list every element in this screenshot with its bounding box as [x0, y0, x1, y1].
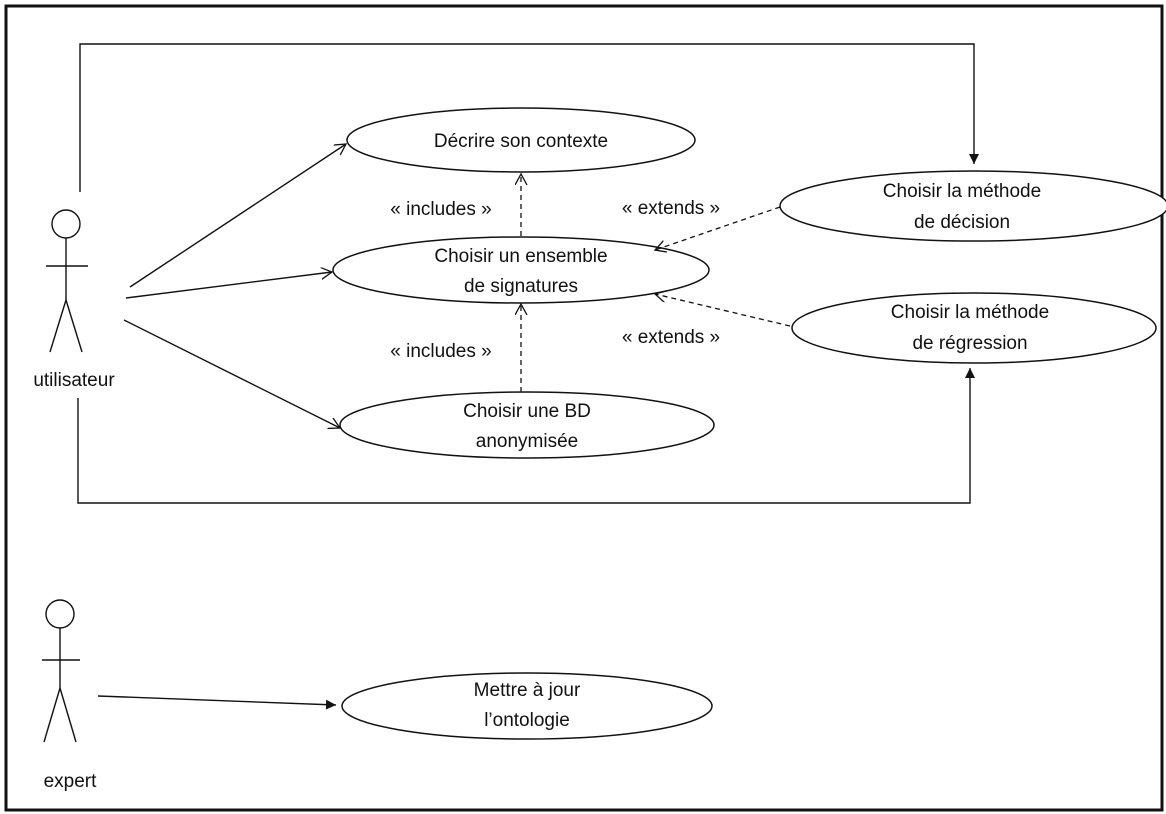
association-user-bd: [123, 319, 340, 428]
use-case-ontologie-line1: Mettre à jour: [474, 680, 581, 701]
extend-decision-signatures: [655, 206, 781, 250]
use-case-choisir-bd-line2: anonymisée: [476, 431, 578, 452]
includes-label-top: « includes »: [390, 199, 491, 220]
association-user-regression: [77, 368, 975, 504]
use-case-choisir-decision-line2: de décision: [914, 212, 1010, 233]
use-case-decrire-contexte[interactable]: Décrire son contexte: [346, 107, 696, 173]
use-case-choisir-regression[interactable]: Choisir la méthode de régression: [791, 292, 1157, 364]
includes-label-bottom: « includes »: [390, 341, 491, 362]
use-case-choisir-signatures-line2: de signatures: [464, 276, 578, 297]
use-case-mettre-a-jour-ontologie[interactable]: Mettre à jour l’ontologie: [341, 672, 713, 740]
association-user-contexte: [129, 144, 346, 288]
use-case-decrire-contexte-label: Décrire son contexte: [434, 131, 608, 152]
association-user-decision: [79, 43, 979, 192]
use-case-choisir-signatures[interactable]: Choisir un ensemble de signatures: [332, 236, 710, 304]
actor-utilisateur-label: utilisateur: [33, 370, 115, 391]
use-case-choisir-decision-line1: Choisir la méthode: [883, 181, 1041, 202]
extends-label-bottom: « extends »: [622, 327, 720, 348]
actor-expert-label: expert: [44, 771, 98, 792]
use-case-choisir-regression-line2: de régression: [912, 333, 1027, 354]
use-case-choisir-decision[interactable]: Choisir la méthode de décision: [779, 170, 1166, 242]
association-user-signatures: [125, 272, 332, 299]
actor-expert[interactable]: expert: [42, 599, 98, 792]
use-case-choisir-bd[interactable]: Choisir une BD anonymisée: [339, 391, 715, 459]
use-case-choisir-regression-line1: Choisir la méthode: [891, 302, 1049, 323]
association-expert-ontologie: [97, 695, 337, 710]
extends-label-top: « extends »: [622, 198, 720, 219]
use-case-ontologie-line2: l’ontologie: [484, 710, 570, 731]
diagram-frame: [4, 4, 1164, 812]
actor-utilisateur[interactable]: utilisateur: [33, 209, 115, 391]
use-case-choisir-signatures-line1: Choisir un ensemble: [434, 246, 607, 267]
stick-figure-icon: [42, 599, 80, 743]
extend-regression-signatures: [655, 294, 791, 327]
use-case-choisir-bd-line1: Choisir une BD: [463, 401, 591, 422]
stick-figure-icon: [46, 209, 88, 353]
